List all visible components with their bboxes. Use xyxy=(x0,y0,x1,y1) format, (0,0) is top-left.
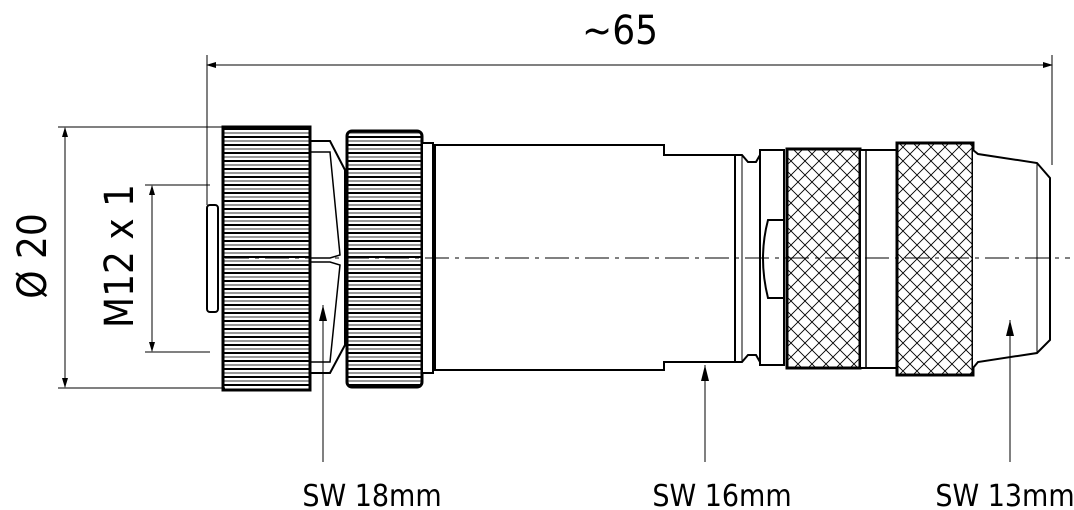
connector-body xyxy=(206,125,1070,392)
callout-sw13: SW 13mm xyxy=(935,479,1074,510)
callout-sw16: SW 16mm xyxy=(652,479,791,510)
dimension-lines xyxy=(58,55,1053,462)
diameter-label: Ø 20 xyxy=(10,213,56,299)
callout-sw18: SW 18mm xyxy=(302,479,441,510)
overall-length-label: ~65 xyxy=(582,8,658,54)
thread-label: M12 x 1 xyxy=(97,184,143,328)
